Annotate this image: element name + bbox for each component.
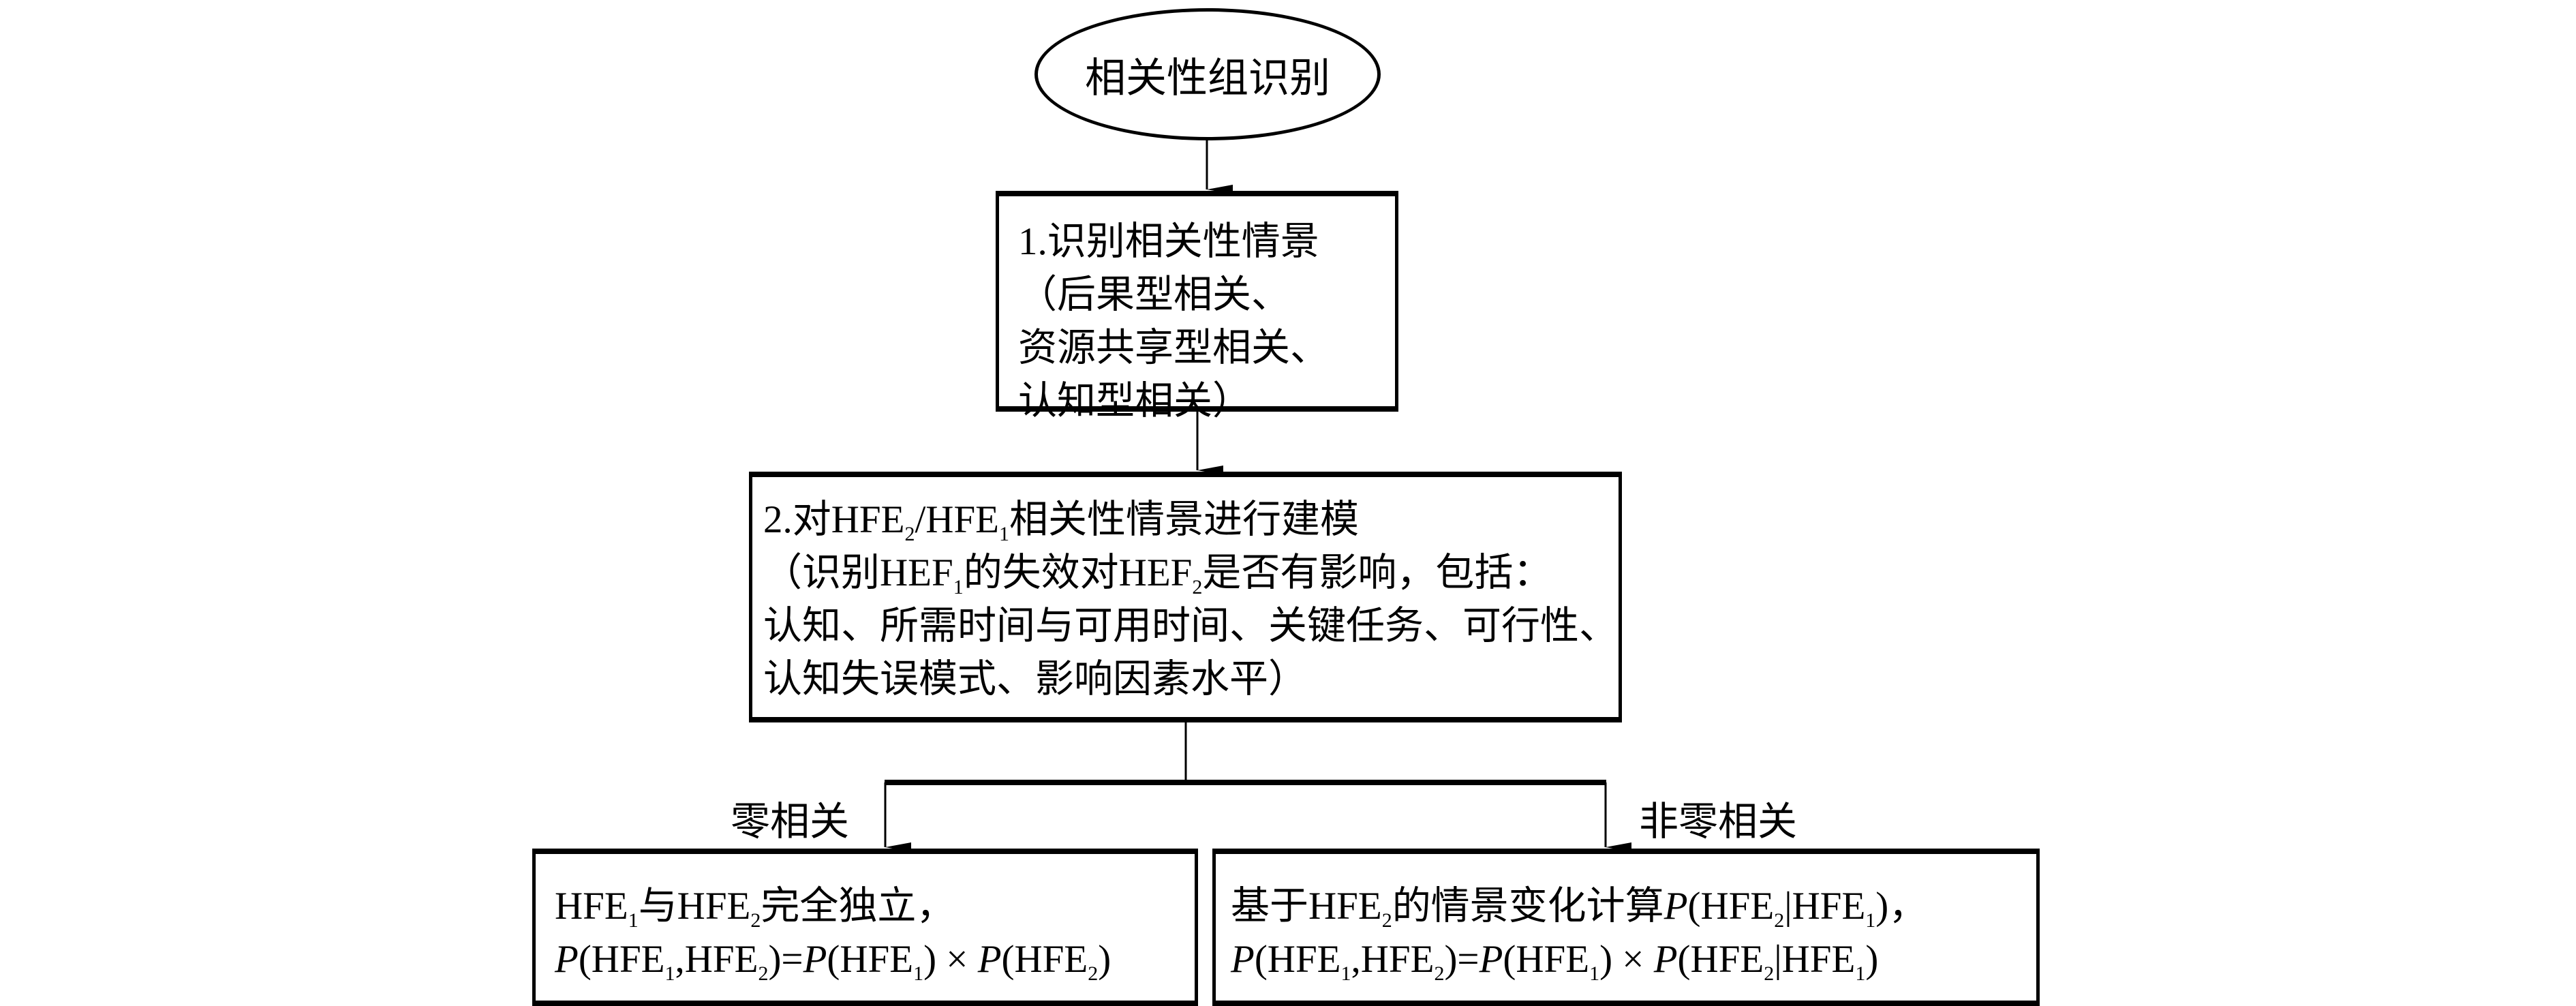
text-line: 基于HFE2的情景变化计算P(HFE2|HFE1)， xyxy=(1231,880,2036,933)
text-segment: P xyxy=(1663,885,1688,928)
subscript: 1 xyxy=(628,909,639,932)
text-segment: (HFE xyxy=(578,938,665,981)
text-segment: (HFE xyxy=(1677,938,1764,981)
text-segment: ) × xyxy=(923,938,978,981)
zero-correlation-result-box: HFE1与HFE2完全独立，P(HFE1,HFE2)=P(HFE1) × P(H… xyxy=(532,849,1198,1006)
subscript: 1 xyxy=(1855,962,1866,985)
text-segment: (HFE xyxy=(1687,885,1775,928)
text-segment: ) xyxy=(1098,938,1111,981)
zero-correlation-label: 零相关 xyxy=(731,799,850,844)
nonzero-correlation-label: 非零相关 xyxy=(1639,799,1798,844)
subscript: 2 xyxy=(758,962,769,985)
text-segment: 2.对HFE xyxy=(763,498,905,541)
start-node: 相关性组识别 xyxy=(1034,8,1381,140)
subscript: 2 xyxy=(1381,909,1392,932)
text-segment: 的失效对HEF xyxy=(963,551,1193,594)
subscript: 2 xyxy=(1764,962,1775,985)
subscript: 1 xyxy=(1589,962,1600,985)
text-segment: P xyxy=(555,938,579,981)
text-segment: ) xyxy=(1865,938,1879,981)
subscript: 1 xyxy=(953,576,964,598)
subscript: 2 xyxy=(1774,909,1785,932)
subscript: 1 xyxy=(1340,962,1351,985)
text-line: P(HFE1,HFE2)=P(HFE1) × P(HFE2) xyxy=(555,933,1195,986)
text-segment: (HFE xyxy=(827,938,914,981)
text-segment: P xyxy=(1231,938,1255,981)
text-line: （后果型相关、 xyxy=(1018,269,1395,322)
text-line: 资源共享型相关、 xyxy=(1018,322,1395,375)
text-line: 认知失误模式、影响因素水平） xyxy=(763,653,1619,706)
nonzero-correlation-result-box: 基于HFE2的情景变化计算P(HFE2|HFE1)，P(HFE1,HFE2)=P… xyxy=(1212,849,2040,1006)
text-segment: P xyxy=(977,938,1002,981)
text-segment: 1.识别相关性情景 xyxy=(1018,220,1319,263)
text-line: HFE1与HFE2完全独立， xyxy=(555,880,1195,933)
text-line: 认知型相关） xyxy=(1018,375,1395,428)
text-segment: （识别HEF xyxy=(763,551,953,594)
text-segment: 资源共享型相关、 xyxy=(1018,326,1329,369)
subscript: 2 xyxy=(1088,962,1099,985)
subscript: 1 xyxy=(998,523,1009,545)
subscript: 1 xyxy=(913,962,924,985)
text-segment: 与HFE xyxy=(638,885,751,928)
text-segment: (HFE xyxy=(1001,938,1088,981)
text-segment: （后果型相关、 xyxy=(1018,273,1290,316)
text-segment: |HFE xyxy=(1784,885,1866,928)
text-line: 认知、所需时间与可用时间、关键任务、可行性、 xyxy=(763,600,1619,653)
start-label: 相关性组识别 xyxy=(1085,55,1330,101)
subscript: 2 xyxy=(904,523,915,545)
text-segment: )， xyxy=(1875,885,1928,928)
text-segment: )= xyxy=(768,938,803,981)
text-segment: (HFE xyxy=(1503,938,1590,981)
text-segment: ,HFE xyxy=(1351,938,1435,981)
subscript: 1 xyxy=(664,962,675,985)
text-line: 1.识别相关性情景 xyxy=(1018,215,1395,269)
text-segment: 完全独立， xyxy=(761,885,955,928)
text-segment: )= xyxy=(1444,938,1479,981)
subscript: 1 xyxy=(1865,909,1876,932)
text-segment: /HFE xyxy=(915,498,999,541)
text-line: （识别HEF1的失效对HEF2是否有影响，包括： xyxy=(763,547,1619,600)
text-segment: P xyxy=(1653,938,1678,981)
text-segment: 认知失误模式、影响因素水平） xyxy=(763,658,1307,701)
subscript: 2 xyxy=(750,909,761,932)
text-segment: ) × xyxy=(1599,938,1654,981)
text-segment: (HFE xyxy=(1254,938,1341,981)
subscript: 2 xyxy=(1434,962,1445,985)
text-segment: 认知型相关） xyxy=(1018,380,1251,423)
text-segment: P xyxy=(1479,938,1503,981)
step1-box: 1.识别相关性情景 （后果型相关、资源共享型相关、认知型相关） xyxy=(996,191,1398,423)
text-segment: P xyxy=(803,938,827,981)
text-segment: 相关性情景进行建模 xyxy=(1009,498,1359,541)
text-segment: |HFE xyxy=(1774,938,1856,981)
text-segment: 认知、所需时间与可用时间、关键任务、可行性、 xyxy=(763,605,1618,647)
text-line: 2.对HFE2/HFE1相关性情景进行建模 xyxy=(763,493,1619,547)
text-line: P(HFE1,HFE2)=P(HFE1) × P(HFE2|HFE1) xyxy=(1231,933,2036,986)
text-segment: 基于HFE xyxy=(1231,885,1382,928)
text-segment: 是否有影响，包括： xyxy=(1202,551,1552,594)
text-segment: ,HFE xyxy=(675,938,758,981)
subscript: 2 xyxy=(1192,576,1203,598)
text-segment: HFE xyxy=(555,885,628,928)
text-segment: 的情景变化计算 xyxy=(1392,885,1664,928)
step2-box: 2.对HFE2/HFE1相关性情景进行建模（识别HEF1的失效对HEF2是否有影… xyxy=(749,472,1622,722)
